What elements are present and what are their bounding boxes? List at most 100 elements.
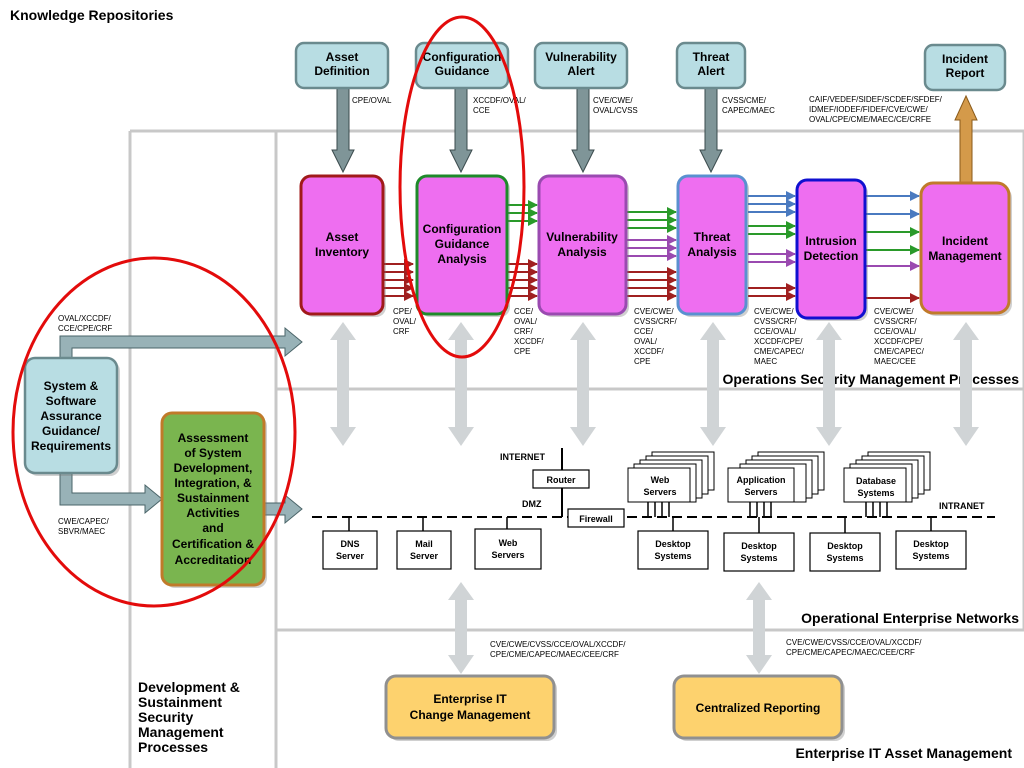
note-intrusion-detection: CVE/CWE/CVSS/CRF/CCE/OVAL/XCCDF/CPE/CME/… (874, 307, 925, 366)
note-configuration-guidance-analysis: CCE/OVAL/CRF/XCCDF/CPE (514, 307, 545, 356)
feed-arrow (571, 87, 595, 174)
network-diagram: INTERNET Router DMZ Firewall INTRANET DN… (312, 448, 995, 572)
note-threat-analysis: CVE/CWE/CVSS/CRF/CCE/OVAL/XCCDF/CPE/CME/… (754, 307, 805, 366)
dmz-label: DMZ (522, 499, 542, 509)
ops-section-title: Operations Security Management Processes (723, 371, 1020, 387)
note-vulnerability-alert: CVE/CWE/OVAL/CVSS (593, 96, 638, 115)
process-notes: CPE/OVAL/CRF CCE/OVAL/CRF/XCCDF/CPE CVE/… (393, 307, 925, 366)
bottom-note-right: CVE/CWE/CVSS/CCE/OVAL/XCCDF/CPE/CME/CAPE… (786, 638, 922, 657)
router-box (532, 469, 590, 489)
desktop-systems-box (723, 532, 795, 572)
highlight-ellipse-development (11, 256, 297, 608)
incident-report-arrow (954, 94, 978, 183)
intranet-label: INTRANET (939, 501, 985, 511)
desktop-systems-box (637, 530, 709, 570)
bottom-note-left: CVE/CWE/CVSS/CCE/OVAL/XCCDF/CPE/CME/CAPE… (490, 640, 626, 659)
note-incident-report: CAIF/VEDEF/SIDEF/SCDEF/SFDEF/IDMEF/IODEF… (809, 95, 943, 124)
note-vulnerability-analysis: CVE/CWE/CVSS/CRF/CCE/OVAL/XCCDF/CPE (634, 307, 677, 366)
ssa-note-top: OVAL/XCCDF/CCE/CPE/CRF (58, 314, 112, 333)
note-asset-definition: CPE/OVAL (352, 96, 392, 105)
dns-server-box (322, 530, 378, 570)
feed-arrow (699, 87, 723, 174)
exchange-arrow (746, 582, 772, 674)
ssa-note-bottom: CWE/CAPEC/SBVR/MAEC (58, 517, 109, 536)
svg-text:Centralized Reporting: Centralized Reporting (696, 701, 821, 715)
dmz-web-servers-box (474, 528, 542, 570)
note-configuration-guidance: XCCDF/OVAL/CCE (473, 96, 527, 115)
centralized-reporting-box: Centralized Reporting (672, 674, 845, 741)
highlight-ellipse-configuration (398, 15, 526, 359)
exchange-arrow (816, 322, 842, 446)
feed-arrows (331, 87, 723, 174)
exchange-arrow (953, 322, 979, 446)
internet-label: INTERNET (500, 452, 546, 462)
dev-section-title: Development & Sustainment Security Manag… (138, 679, 244, 755)
page-title: Knowledge Repositories (10, 7, 174, 23)
router-label: Router (547, 475, 576, 485)
networks-frame (274, 387, 1024, 632)
exchange-arrow (570, 322, 596, 446)
note-asset-inventory: CPE/OVAL/CRF (393, 307, 417, 336)
flow-arrows (383, 191, 920, 303)
ssa-arrow-lower (59, 469, 163, 515)
mail-server-box (396, 530, 452, 570)
note-threat-alert: CVSS/CME/CAPEC/MAEC (722, 96, 775, 115)
desktop-systems-box (809, 532, 881, 572)
exchange-arrows (330, 322, 979, 674)
source-notes: CPE/OVAL XCCDF/OVAL/CCE CVE/CWE/OVAL/CVS… (352, 95, 943, 124)
exchange-arrow (330, 322, 356, 446)
exchange-arrow (448, 322, 474, 446)
firewall-box (567, 508, 625, 528)
desktop-systems-box (895, 530, 967, 570)
feed-arrow (331, 87, 355, 174)
exchange-arrow (700, 322, 726, 446)
feed-arrow (449, 87, 473, 174)
firewall-label: Firewall (579, 514, 613, 524)
networks-section-title: Operational Enterprise Networks (801, 610, 1019, 626)
assessment-arrow (264, 493, 303, 525)
exchange-arrow (448, 582, 474, 674)
asset-mgmt-section-title: Enterprise IT Asset Management (795, 745, 1012, 761)
